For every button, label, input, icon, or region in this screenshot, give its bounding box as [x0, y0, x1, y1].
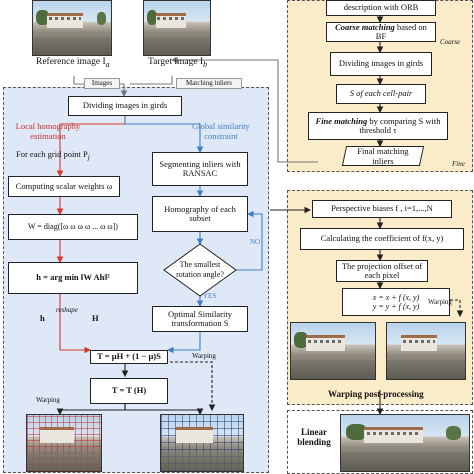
warped-image-global [160, 414, 244, 472]
scalar-weights-box: Computing scalar weights ω [8, 176, 120, 197]
ta-equation-box: T = T (H) [90, 378, 168, 404]
local-homography-label: Local homography estimation [15, 121, 81, 141]
reference-image-caption: Reference image Ia [36, 57, 110, 69]
fine-matching-box: Fine matching by comparing S with thresh… [308, 112, 448, 140]
warping-label-b: Warping [36, 396, 60, 404]
fine-title: Fine [452, 160, 465, 168]
homography-subset-box: Homography of each subset [152, 196, 248, 232]
projection-offset-box: The projection offset of each pixel [336, 260, 428, 282]
yes-label: YES [203, 292, 217, 300]
blended-result-image [340, 414, 470, 472]
target-image [143, 0, 211, 56]
final-matching-inliers-box: Final matching inliers [341, 146, 425, 166]
coarse-title: Coarse [440, 38, 461, 46]
offset-equations-box: x = x + f (x, y) y = y + f (x, y) [342, 288, 450, 316]
linear-blending-label: Linear blending [297, 427, 331, 447]
post-warp-image-a [290, 322, 376, 380]
dividing-grids-box: Dividing images in girds [68, 96, 182, 116]
segmenting-inliers-box: Segmenting inliers with RANSAC [152, 152, 248, 186]
warping-label-c: Warping [428, 298, 452, 306]
post-warp-image-b [386, 322, 466, 380]
cell-pair-box: S of each cell-pair [336, 84, 426, 104]
smallest-rotation-label: The smallest rotation angle? [176, 260, 224, 279]
coarse-matching-box: Coarse matching based on BF [326, 22, 436, 42]
target-image-caption: Target image Ib [148, 57, 208, 69]
dividing-grids-right-box: Dividing images in girds [330, 52, 432, 76]
matching-inliers-tag: Matching inliers [176, 78, 242, 89]
coefficient-box: Calculating the coefficient of f(x, y) [300, 228, 464, 250]
grid-point-label: For each grid point Pj [16, 149, 90, 162]
reference-image [32, 0, 112, 56]
reshape-label: reshape [56, 306, 78, 314]
no-label: NO [250, 238, 261, 246]
warped-image-local [26, 414, 102, 472]
warping-label-a: Warping [192, 352, 216, 360]
reshape-left: h [40, 313, 45, 323]
images-tag: Images [84, 78, 120, 89]
weights-equation-box: W = diag([ω ω ω ω ... ω ω]) [8, 214, 138, 240]
ts-equation-box: T = μH + (1 − μ)S [90, 350, 168, 364]
global-similarity-label: Global similarity constraint [192, 121, 250, 141]
argmin-equation-box: h = arg min ‖W Ah‖² [8, 262, 138, 294]
warping-post-title: Warping post-processing [328, 389, 424, 399]
optimal-similarity-box: Optimal Similarity transformation S [152, 306, 248, 332]
perspective-biases-box: Perspective biases f , i=1,...,N [312, 200, 452, 218]
reshape-right: H [92, 313, 99, 323]
orb-description-box: description with ORB [326, 0, 436, 16]
